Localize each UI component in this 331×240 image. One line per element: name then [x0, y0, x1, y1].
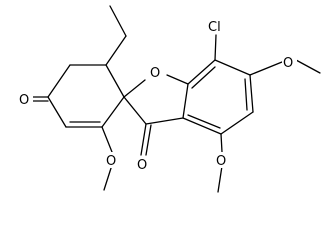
bond-ethyl-ch3 — [109, 5, 127, 37]
molecule-structure: Cl O O O O O O — [18, 5, 321, 193]
label-mask-o-ketone-furanone — [136, 156, 151, 172]
atom-o-methoxy-6: O — [283, 56, 293, 71]
bond-c6-c5-double — [244, 78, 248, 111]
bond-c3-c3a — [145, 117, 184, 125]
bonds — [32, 5, 321, 193]
atom-o-methoxy-4: O — [216, 154, 226, 169]
bond-c4-o — [220, 133, 223, 153]
label-mask-o-furan — [148, 64, 164, 80]
bond-c7a-c7 — [187, 59, 216, 85]
bond-spiro-c3 — [123, 96, 147, 125]
atom-o-ketone-furanone: O — [137, 158, 147, 173]
label-mask-o-methoxy-6 — [282, 54, 297, 70]
atom-o-methoxy-enone: O — [106, 154, 116, 169]
bond-c7-cl — [214, 34, 217, 61]
bond-ring-c5-spiro — [101, 96, 125, 128]
bond-o-ch3-c4 — [217, 165, 223, 193]
label-mask-o-ketone-ring — [18, 91, 33, 107]
bond-spiro-o — [123, 79, 146, 98]
bond-c7a-c7-double — [191, 66, 216, 89]
bond-o-c7a — [166, 74, 189, 85]
bond-o-ch3-c6 — [295, 59, 321, 74]
bond-c6-c5 — [249, 74, 254, 113]
bond-c4-c3a — [182, 117, 222, 135]
bond-c3a-c7a — [182, 83, 189, 119]
bond-c5-c4 — [220, 111, 254, 135]
bond-enone-o-ch3 — [103, 164, 113, 191]
bond-furanone-co-2 — [145, 124, 152, 156]
bond-ethyl-ch2 — [105, 35, 127, 66]
atom-cl: Cl — [208, 20, 221, 35]
label-mask-o-methoxy-4 — [215, 152, 230, 168]
bond-c4-c3a-double — [187, 114, 221, 129]
atom-o-furan: O — [150, 66, 160, 81]
atom-o-ketone-ring: O — [19, 93, 29, 108]
bond-enone-o — [101, 126, 113, 153]
bond-furanone-co — [140, 123, 147, 156]
atom-labels: Cl O O O O O O — [18, 18, 297, 173]
bond-c7-c6 — [214, 59, 251, 76]
bond-c6-o — [249, 61, 283, 76]
bond-ring-c1-c6 — [47, 96, 67, 128]
label-mask-o-methoxy-enone — [105, 152, 120, 168]
label-mask-cl — [207, 18, 227, 34]
bond-ring-c2-c1 — [47, 64, 71, 98]
bond-ring-spiro-c3 — [105, 64, 125, 98]
